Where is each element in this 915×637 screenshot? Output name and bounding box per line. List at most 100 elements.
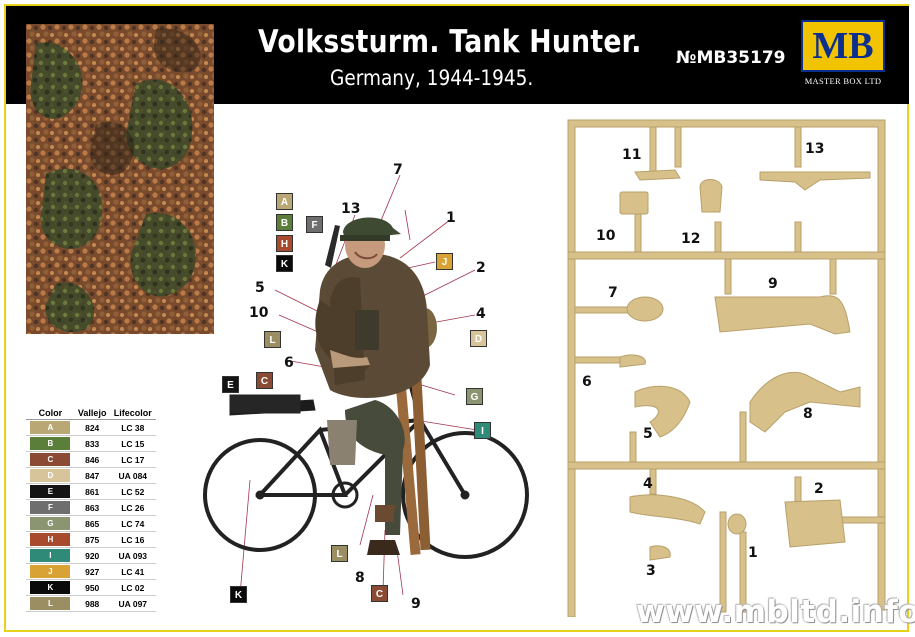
- lifecolor-code: LC 16: [109, 531, 156, 548]
- vallejo-code: 875: [74, 531, 110, 548]
- callout-number: 10: [249, 305, 269, 321]
- color-tag: G: [466, 388, 483, 405]
- color-tag: L: [331, 545, 348, 562]
- color-cell: D: [26, 467, 75, 484]
- callout-number: 7: [393, 162, 403, 178]
- color-cell: A: [26, 419, 75, 436]
- lifecolor-code: LC 15: [109, 435, 156, 452]
- vallejo-code: 861: [74, 483, 110, 500]
- vallejo-code: 846: [74, 451, 110, 468]
- parts-sprue: [567, 119, 886, 617]
- color-cell: B: [26, 435, 75, 452]
- color-tag: C: [371, 585, 388, 602]
- color-cell: H: [26, 531, 75, 548]
- color-tag: K: [276, 255, 293, 272]
- color-cell: K: [26, 579, 75, 596]
- vallejo-code: 824: [74, 419, 110, 436]
- lifecolor-code: UA 084: [109, 467, 156, 484]
- product-code: №MB35179: [676, 48, 786, 68]
- column-header: Color: [26, 407, 75, 420]
- vallejo-code: 927: [74, 563, 110, 580]
- color-cell: J: [26, 563, 75, 580]
- page-subtitle: Germany, 1944-1945.: [330, 66, 534, 90]
- vallejo-code: 920: [74, 547, 110, 564]
- color-cell: L: [26, 595, 75, 612]
- figure-illustration: [203, 174, 529, 596]
- color-swatch: B: [30, 437, 71, 450]
- logo-subtitle: MASTER BOX LTD: [804, 76, 882, 86]
- part-number: 4: [643, 476, 653, 492]
- color-swatch: I: [30, 549, 71, 562]
- color-swatch: H: [30, 533, 71, 546]
- part-number: 10: [596, 228, 616, 244]
- soldier-figure: [315, 217, 430, 555]
- color-swatch: L: [30, 597, 71, 610]
- color-tag: J: [436, 253, 453, 270]
- callout-number: 6: [284, 355, 294, 371]
- callout-number: 4: [476, 306, 486, 322]
- lifecolor-code: LC 38: [109, 419, 156, 436]
- vallejo-code: 863: [74, 499, 110, 516]
- lifecolor-code: LC 17: [109, 451, 156, 468]
- part-number: 7: [608, 285, 618, 301]
- color-tag: B: [276, 214, 293, 231]
- vallejo-code: 950: [74, 579, 110, 596]
- part-number: 1: [748, 545, 758, 561]
- part-number: 5: [643, 426, 653, 442]
- color-tag: F: [306, 216, 323, 233]
- part-number: 2: [814, 481, 824, 497]
- vallejo-code: 865: [74, 515, 110, 532]
- color-cell: I: [26, 547, 75, 564]
- color-swatch: C: [30, 453, 71, 466]
- color-tag: D: [470, 330, 487, 347]
- vallejo-code: 988: [74, 595, 110, 612]
- callout-number: 5: [255, 280, 265, 296]
- column-header: Lifecolor: [109, 407, 156, 420]
- callout-number: 13: [341, 201, 361, 217]
- color-tag: H: [276, 235, 293, 252]
- color-tag: K: [230, 586, 247, 603]
- color-swatch: D: [30, 469, 71, 482]
- part-number: 12: [681, 231, 701, 247]
- page-frame: [4, 4, 909, 632]
- lifecolor-code: LC 41: [109, 563, 156, 580]
- page-title: Volkssturm. Tank Hunter.: [258, 24, 642, 60]
- gas-mask-bag: [327, 420, 357, 465]
- website-watermark: www.mbltd.info: [636, 594, 915, 630]
- part-number: 6: [582, 374, 592, 390]
- vallejo-code: 847: [74, 467, 110, 484]
- callout-number: 9: [411, 596, 421, 612]
- color-tag: L: [264, 331, 281, 348]
- lifecolor-code: LC 26: [109, 499, 156, 516]
- vallejo-code: 833: [74, 435, 110, 452]
- lifecolor-code: UA 093: [109, 547, 156, 564]
- part-number: 3: [646, 563, 656, 579]
- color-cell: E: [26, 483, 75, 500]
- brand-logo: MB MASTER BOX LTD: [795, 18, 891, 92]
- color-swatch: K: [30, 581, 71, 594]
- color-cell: G: [26, 515, 75, 532]
- column-header: Vallejo: [74, 407, 110, 420]
- color-cell: C: [26, 451, 75, 468]
- color-swatch: J: [30, 565, 71, 578]
- part-number: 9: [768, 276, 778, 292]
- color-cell: F: [26, 499, 75, 516]
- part-number: 13: [805, 141, 825, 157]
- lifecolor-code: UA 097: [109, 595, 156, 612]
- lifecolor-code: LC 02: [109, 579, 156, 596]
- color-tag: I: [474, 422, 491, 439]
- lifecolor-code: LC 52: [109, 483, 156, 500]
